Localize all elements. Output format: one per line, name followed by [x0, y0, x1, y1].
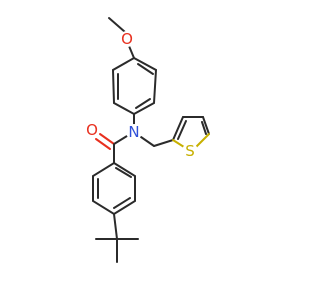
amide-linkage: [95, 113, 135, 164]
benzoyl-ring-outline: [92, 161, 136, 216]
thiophene-double-bond-2: [201, 121, 207, 135]
thiophene-ring: [172, 116, 210, 148]
thiophene-double-bond-1: [177, 120, 187, 140]
benzoyl-double-bond-1: [115, 167, 132, 178]
benzoyl-ring: [92, 161, 136, 216]
thiophene-carbon-chain: [172, 116, 210, 141]
methoxy-methyl-bond: [108, 17, 126, 33]
atom-labels: O O N S: [84, 30, 198, 160]
nitrogen-to-carbonyl-carbon-bond: [113, 135, 128, 145]
amide-nitrogen-label-bg: [126, 124, 142, 140]
molecule-structure-diagram: O O N S: [84, 17, 210, 263]
methoxy-oxygen-label: O: [121, 30, 133, 48]
methoxyphenyl-ring: [111, 56, 158, 116]
methoxy-oxygen-ring-bond: [128, 45, 135, 59]
thiophene-sulfur-bond-right: [195, 133, 210, 148]
methoxyphenyl-ring-outline: [111, 56, 158, 116]
methoxyphenyl-double-bond-1: [137, 63, 154, 75]
nitrogen-to-methylene-bond: [140, 136, 155, 147]
thiophene-methyl-group: [140, 136, 174, 147]
methylene-to-thiophene-bond: [153, 139, 174, 147]
thiophene-sulfur-label: S: [185, 142, 195, 160]
carbonyl-oxygen-label: O: [86, 121, 98, 139]
benzoyl-double-bond-2: [113, 197, 131, 209]
methoxyphenyl-double-bond-2: [135, 98, 151, 109]
carbonyl-oxygen-label-bg: [84, 122, 100, 138]
tert-butyl-group: [95, 213, 139, 263]
amide-nitrogen-label: N: [128, 123, 139, 141]
carbonyl-double-bond-outer: [99, 133, 115, 145]
ring-to-quaternary-carbon-bond: [113, 213, 118, 240]
methoxy-group: [108, 17, 135, 59]
thiophene-sulfur-label-bg: [182, 143, 198, 159]
thiophene-sulfur-bond-left: [172, 139, 185, 148]
methoxy-oxygen-label-bg: [119, 31, 135, 47]
carbonyl-double-bond-inner: [95, 138, 111, 150]
